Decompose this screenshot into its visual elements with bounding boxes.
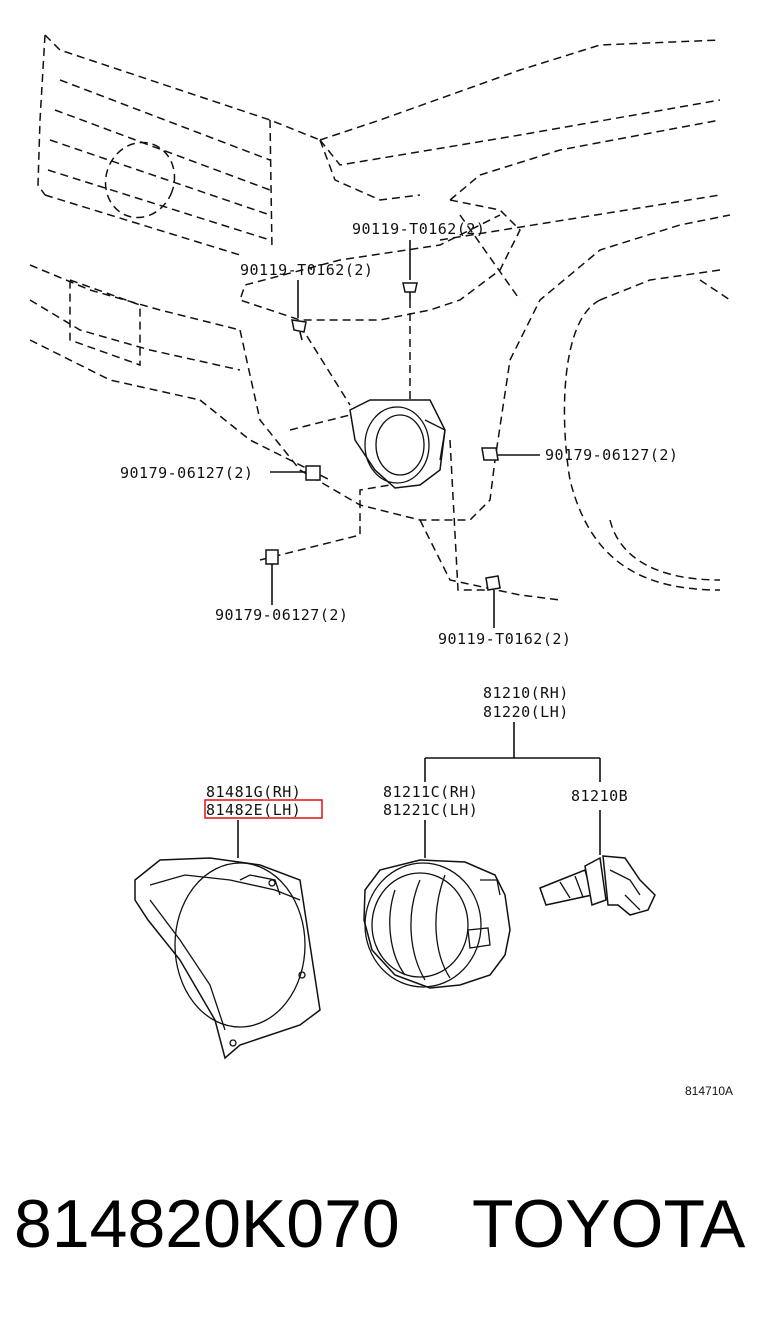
fog-lamp-unit-icon bbox=[363, 820, 511, 989]
callout-clip-right: 90179-06127(2) bbox=[545, 446, 678, 464]
callout-clip-bottom: 90179-06127(2) bbox=[215, 606, 348, 624]
bulb-icon bbox=[539, 810, 656, 916]
screw-bottom-icon bbox=[485, 575, 501, 628]
clip-bottom-icon bbox=[265, 549, 279, 605]
callout-bracket-rh: 81481G(RH) bbox=[206, 783, 301, 801]
callout-lamp-rh: 81211C(RH) bbox=[383, 783, 478, 801]
vehicle-outline bbox=[29, 34, 731, 601]
fog-lamp-bracket-icon bbox=[134, 820, 321, 1060]
callout-bulb: 81210B bbox=[571, 787, 628, 805]
fastener-group bbox=[265, 240, 540, 628]
clip-right-icon bbox=[481, 447, 540, 461]
clip-left-icon bbox=[270, 465, 321, 481]
screw-top-left-icon bbox=[291, 280, 307, 341]
highlight-box bbox=[204, 799, 323, 819]
assembly-leader bbox=[424, 722, 601, 782]
screw-top-right-icon bbox=[402, 240, 418, 300]
callout-screw-bottom: 90119-T0162(2) bbox=[438, 630, 571, 648]
callout-bracket-lh: 81482E(LH) bbox=[206, 801, 301, 819]
callout-assembly-rh: 81210(RH) bbox=[483, 684, 569, 702]
callout-screw-top-left: 90119-T0162(2) bbox=[240, 261, 373, 279]
installed-fog-lamp bbox=[259, 300, 490, 591]
callout-lamp-lh: 81221C(LH) bbox=[383, 801, 478, 819]
illustration-code: 814710A bbox=[685, 1084, 733, 1098]
footer: 814820K070 TOYOTA bbox=[0, 1190, 760, 1280]
callout-assembly-lh: 81220(LH) bbox=[483, 703, 569, 721]
callout-screw-top-right: 90119-T0162(2) bbox=[352, 220, 485, 238]
brand-name: TOYOTA bbox=[472, 1186, 746, 1262]
callout-clip-left: 90179-06127(2) bbox=[120, 464, 253, 482]
part-number: 814820K070 bbox=[14, 1186, 400, 1262]
